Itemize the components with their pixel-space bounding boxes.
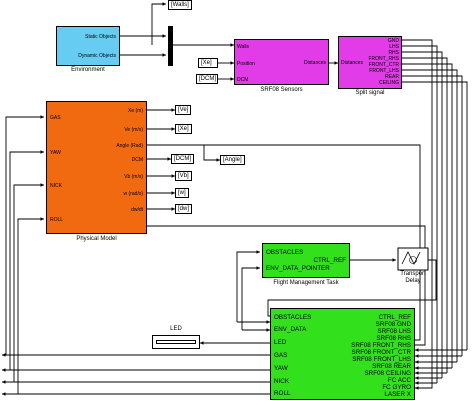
port-nick: NICK bbox=[50, 183, 62, 189]
transport-label: Transport bbox=[400, 271, 426, 277]
port-laser-x: LASER X bbox=[384, 391, 411, 398]
port-fc-gyro: FC GYRO bbox=[382, 384, 411, 391]
port-lhs: LHS bbox=[389, 44, 399, 50]
flight-management-task-label: Flight Management Task bbox=[273, 280, 339, 286]
port-ctrl-ref-out: CTRL_REF bbox=[313, 257, 346, 264]
port-dcm: DCM bbox=[237, 77, 249, 83]
port-static-objects: Static Objects bbox=[85, 34, 116, 40]
port-env-data: ENV_DATA bbox=[274, 326, 307, 333]
port-position: Position bbox=[237, 61, 255, 67]
environment-block[interactable]: Static Objects Dynamic Objects bbox=[56, 26, 120, 66]
srf08-sensors-label: SRF08 Sensors bbox=[260, 87, 303, 93]
port-front-rhs: FRONT_RHS bbox=[368, 56, 399, 62]
port-srf08-ceiling: SRF08 CEILING bbox=[364, 370, 411, 377]
split-signal-label: Split signal bbox=[355, 90, 385, 96]
port-front-lhs: FRONT_LHS bbox=[369, 68, 399, 74]
vb-goto-tag[interactable]: [Vb] bbox=[175, 171, 192, 181]
port-roll: ROLL bbox=[50, 217, 64, 223]
port-gnd: GND bbox=[387, 38, 399, 44]
port-ctrl-ref-in: CTRL_REF bbox=[378, 314, 411, 321]
port-distances-out: Distances bbox=[304, 60, 326, 66]
port-srf08-front-rhs: SRF08 FRONT_RHS bbox=[351, 342, 411, 349]
ve-goto-tag[interactable]: [Ve] bbox=[175, 105, 192, 115]
physical-model-label: Physical Model bbox=[76, 236, 117, 242]
port-srf08-front-lhs: SRF08 FRONT_LHS bbox=[352, 356, 411, 363]
port-angle-out: Angle (Rad) bbox=[116, 143, 143, 149]
controller-block[interactable]: OBSTACLES ENV_DATA LED GAS YAW NICK ROLL… bbox=[270, 308, 415, 400]
port-xe-out: Xe (m) bbox=[128, 108, 143, 114]
angle-goto-tag[interactable]: [Angle] bbox=[220, 155, 245, 165]
walls-goto-tag[interactable]: [Walls] bbox=[168, 0, 192, 10]
port-srf08-rhs: SRF08 RHS bbox=[376, 335, 411, 342]
port-distances-in: Distances bbox=[341, 60, 363, 66]
port-env-data-pointer: ENV_DATA_POINTER bbox=[266, 265, 330, 272]
port-ve-out: Ve (m/s) bbox=[124, 127, 143, 133]
port-srf08-rear: SRF08 REAR bbox=[372, 363, 411, 370]
port-front-ctr: FRONT_CTR bbox=[368, 62, 399, 68]
port-srf08-gnd: SRF08 GND bbox=[375, 321, 411, 328]
port-roll-out: ROLL bbox=[274, 390, 291, 397]
led-display[interactable] bbox=[152, 335, 200, 349]
port-gas-out: GAS bbox=[274, 352, 288, 359]
port-rhs: RHS bbox=[388, 50, 399, 56]
port-yaw-out: YAW bbox=[274, 365, 288, 372]
delay-label: Delay bbox=[405, 278, 421, 284]
xe-from-tag[interactable]: [Xe] bbox=[198, 58, 218, 68]
port-gas: GAS bbox=[50, 115, 61, 121]
port-rear: REAR bbox=[385, 74, 399, 80]
port-dcm-out: DCM bbox=[131, 157, 143, 163]
w-goto-tag[interactable]: [w] bbox=[175, 188, 189, 198]
port-yaw: YAW bbox=[50, 150, 61, 156]
port-nick-out: NICK bbox=[274, 378, 290, 385]
led-label: LED bbox=[170, 326, 182, 332]
port-led: LED bbox=[274, 339, 287, 346]
port-srf08-front-ctr: SRF08 FRONT_CTR bbox=[351, 349, 411, 356]
flight-management-task-block[interactable]: OBSTACLES ENV_DATA_POINTER CTRL_REF bbox=[262, 243, 350, 278]
xe-goto-tag[interactable]: [Xe] bbox=[175, 124, 192, 134]
split-signal-block[interactable]: Distances GND LHS RHS FRONT_RHS FRONT_CT… bbox=[338, 36, 402, 89]
port-fc-acc: FC ACC bbox=[387, 377, 411, 384]
port-srf08-lhs: SRF08 LHS bbox=[377, 328, 411, 335]
dcm-goto-tag[interactable]: [DCM] bbox=[171, 154, 194, 164]
port-dynamic-objects: Dynamic Objects bbox=[78, 53, 116, 59]
port-obstacles-in: OBSTACLES bbox=[274, 314, 312, 321]
port-obstacles: OBSTACLES bbox=[266, 249, 304, 256]
port-ceiling: CEILING bbox=[378, 80, 399, 86]
dcm-from-tag[interactable]: [DCM] bbox=[196, 74, 218, 84]
dw-goto-tag[interactable]: [dw] bbox=[175, 204, 193, 214]
environment-label: Environment bbox=[71, 67, 105, 73]
port-walls: Walls bbox=[237, 44, 250, 50]
port-dwdt-out: dw/dt bbox=[131, 207, 143, 213]
srf08-sensors-block[interactable]: Walls Position DCM Distances bbox=[234, 39, 329, 85]
port-w-out: w (rad/s) bbox=[123, 191, 143, 197]
port-vb-out: Vb (m/s) bbox=[124, 174, 143, 180]
physical-model-block[interactable]: GAS YAW NICK ROLL Xe (m) Ve (m/s) Angle … bbox=[46, 101, 147, 234]
